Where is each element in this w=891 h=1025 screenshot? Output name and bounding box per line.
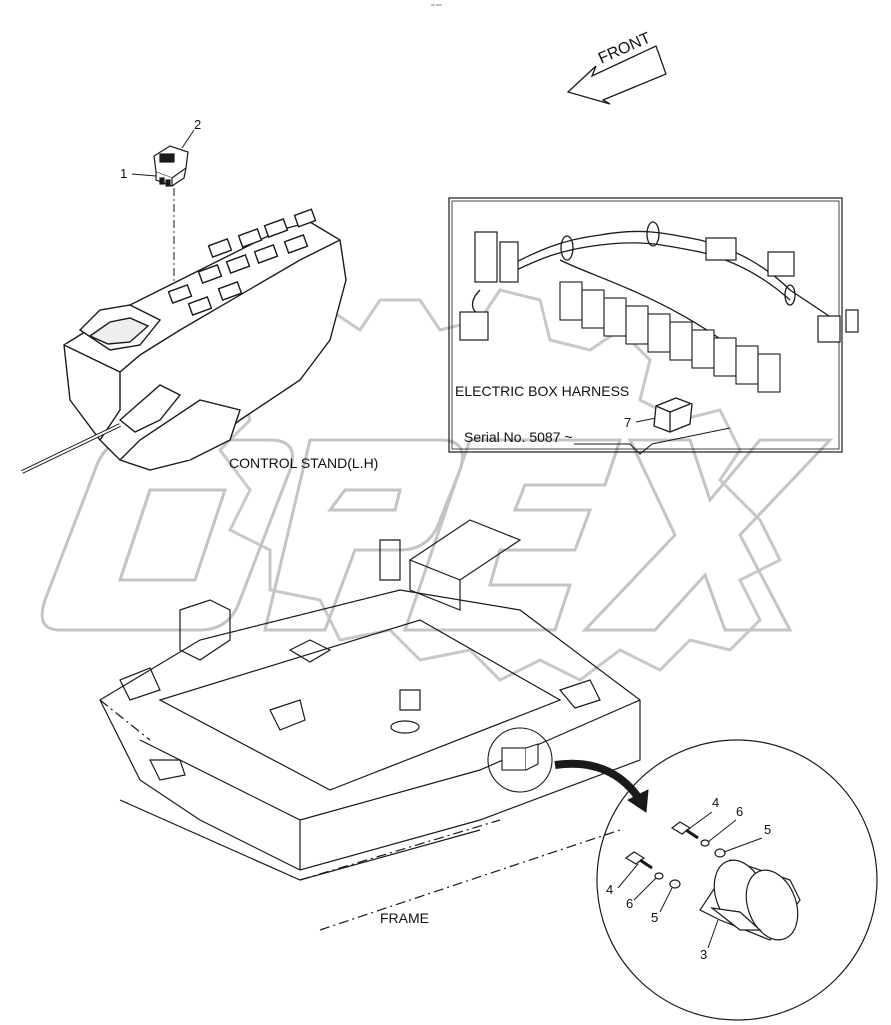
watermark-gear: [218, 288, 783, 682]
callout-7: 7: [624, 415, 632, 430]
control-stand-label: CONTROL STAND(L.H): [229, 455, 379, 471]
callout-3: 3: [700, 947, 708, 962]
serial-number-label: Serial No. 5087 ~: [464, 429, 573, 445]
relay-bank: [559, 281, 781, 393]
front-arrow: [566, 45, 667, 105]
frame-label: FRAME: [380, 910, 429, 926]
inset-pointer: [574, 427, 731, 455]
buzzer-mount: [487, 727, 553, 793]
rocker-switch: [153, 145, 189, 187]
leader-lines: [131, 129, 657, 423]
control-stand: [21, 208, 347, 474]
top-mark: ᵃᵇ ᵃᵃᵃ: [431, 3, 442, 9]
callout-6-upper: 6: [736, 804, 744, 819]
callout-4-lower: 4: [606, 882, 614, 897]
callout-6-lower: 6: [626, 896, 634, 911]
callout-4-upper: 4: [712, 795, 720, 810]
buzzer-detail: [624, 821, 801, 941]
callout-1: 1: [120, 166, 128, 181]
electric-box-harness-label: ELECTRIC BOX HARNESS: [455, 383, 630, 399]
frame-structure: [99, 519, 641, 931]
callout-5-lower: 5: [651, 910, 659, 925]
detail-circle: [596, 739, 878, 1021]
relay-part-7: [653, 397, 693, 433]
callout-2: 2: [194, 117, 202, 132]
harness-connectors: [459, 231, 859, 343]
watermark-letters: [40, 438, 834, 632]
detail-leader-lines: [617, 811, 763, 949]
detail-arrow: [554, 759, 649, 813]
callout-5-upper: 5: [764, 822, 772, 837]
